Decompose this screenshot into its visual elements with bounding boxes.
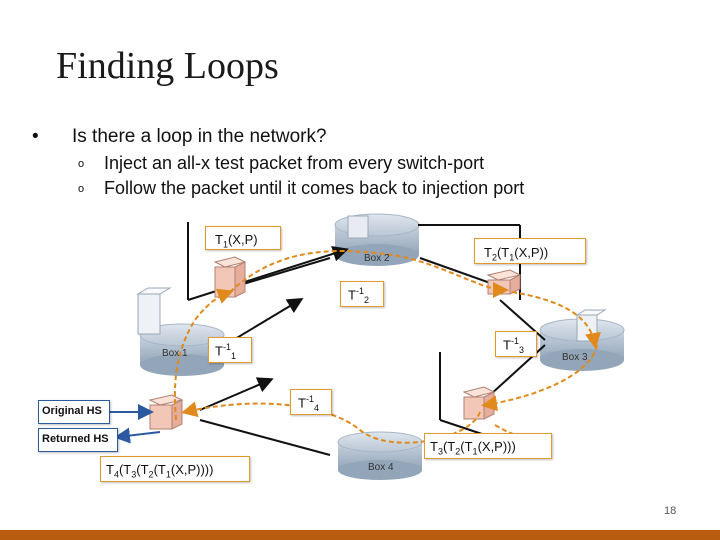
- t4-label: T4(T3(T2(T1(X,P)))): [106, 462, 214, 480]
- sub-bullet-text: Inject an all-x test packet from every s…: [104, 153, 485, 173]
- t4-callout: [100, 456, 250, 482]
- box-1-label: Box 1: [162, 348, 188, 359]
- bottom-accent-bar: [0, 530, 720, 540]
- sub-bullet-marker: o: [78, 158, 85, 171]
- box-3-label: Box 3: [562, 352, 588, 363]
- tinv2-callout: [340, 281, 384, 307]
- port-cube-box1: [148, 394, 184, 430]
- t1-callout: [205, 226, 281, 250]
- tower-box2: [347, 215, 369, 239]
- tinv3-callout: [495, 331, 537, 357]
- tinv2-label: T-12: [348, 286, 369, 305]
- box-2-label: Box 2: [364, 253, 390, 264]
- t3-callout: [424, 433, 552, 459]
- t1-label: T1(X,P): [215, 232, 258, 250]
- page-number: 18: [664, 505, 677, 517]
- returned-hs-callout: [38, 428, 118, 452]
- sub-bullet-text: Follow the packet until it comes back to…: [104, 178, 525, 198]
- t3-label: T3(T2(T1(X,P))): [430, 439, 516, 457]
- tinv1-label: T-11: [215, 342, 236, 361]
- tower-box1: [136, 287, 172, 335]
- t2-label: T2(T1(X,P)): [484, 245, 549, 263]
- sub-bullet-1: o Inject an all-x test packet from every …: [78, 153, 484, 174]
- tinv4-callout: [290, 389, 332, 415]
- original-hs-label: Original HS: [42, 405, 102, 417]
- tinv3-label: T-13: [503, 336, 524, 355]
- slide-title: Finding Loops: [56, 45, 279, 87]
- original-hs-callout: [38, 400, 110, 424]
- tinv1-callout: [208, 337, 252, 363]
- main-bullet: • Is there a loop in the network?: [32, 126, 327, 148]
- t2-callout: [474, 238, 586, 264]
- hs-arrows: [108, 404, 161, 444]
- box-4-label: Box 4: [368, 462, 394, 473]
- bullet-marker: •: [32, 126, 39, 147]
- sub-bullet-2: o Follow the packet until it comes back t…: [78, 178, 524, 199]
- bullet-text: Is there a loop in the network?: [72, 126, 327, 147]
- box-3: [539, 318, 625, 371]
- returned-hs-label: Returned HS: [42, 433, 109, 445]
- tinv4-label: T-14: [298, 394, 319, 413]
- sub-bullet-marker: o: [78, 183, 85, 196]
